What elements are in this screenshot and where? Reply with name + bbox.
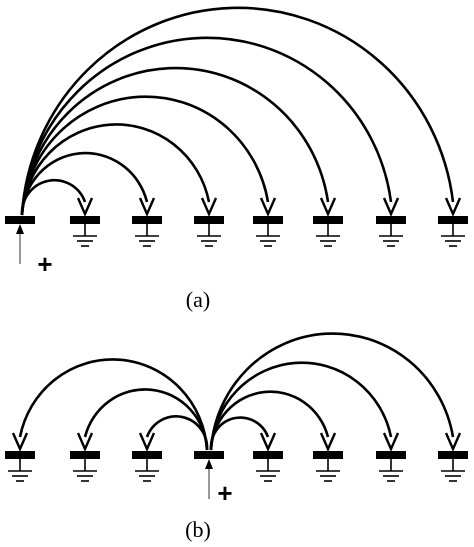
- panel-b-electrode-2: [132, 451, 162, 459]
- panel-b-field-arc-1: [83, 388, 209, 451]
- panel-b-electrode-5: [313, 451, 343, 459]
- panel-a-ground-icon-4: [256, 224, 280, 247]
- panel-a-feed-arrow-icon: [16, 224, 24, 234]
- panel-b-arrowhead-icon-4: [259, 432, 277, 452]
- panel-a-field-arc-6: [20, 36, 393, 216]
- panel-b-electrode-3: [194, 451, 224, 459]
- panel-b-arrowhead-icon-0: [11, 432, 29, 452]
- source-sign-a: +: [37, 249, 52, 279]
- panel-b-field-arc-5: [209, 390, 330, 451]
- caption-a: (a): [186, 287, 210, 312]
- panel-b-field-arc-0: [18, 358, 209, 451]
- panel-b-arrowhead-icon-7: [444, 432, 462, 452]
- panel-a-field-arc-2: [20, 151, 149, 216]
- panel-b-arrowhead-icon-5: [319, 432, 337, 452]
- panel-b-arrowhead-icon-2: [138, 432, 156, 452]
- panel-a-electrode-1: [70, 216, 100, 224]
- panel-a-ground-icon-5: [316, 224, 340, 247]
- panel-a-electrode-6: [376, 216, 406, 224]
- panel-a-electrode-5: [313, 216, 343, 224]
- panel-b: [5, 332, 468, 499]
- panel-a-ground-icon-7: [441, 224, 465, 247]
- panel-a-arrowhead-icon-6: [382, 197, 400, 217]
- panel-b-ground-icon-1: [73, 459, 97, 482]
- panel-b-electrode-0: [5, 451, 35, 459]
- panel-a-electrode-7: [438, 216, 468, 224]
- panel-a-electrode-2: [132, 216, 162, 224]
- panel-b-field-arc-7: [209, 332, 455, 451]
- panel-b-feed-arrow-icon: [205, 459, 213, 469]
- panel-a-field-arc-4: [20, 95, 270, 216]
- panel-a-arrowhead-icon-4: [259, 197, 277, 217]
- panel-b-ground-icon-6: [379, 459, 403, 482]
- panel-b-electrode-6: [376, 451, 406, 459]
- panel-b-ground-icon-0: [8, 459, 32, 482]
- panel-a-arrowhead-icon-3: [200, 197, 218, 217]
- panel-a-electrode-4: [253, 216, 283, 224]
- panel-a-ground-icon-1: [73, 224, 97, 247]
- panel-b-electrode-4: [253, 451, 283, 459]
- panel-b-ground-icon-7: [441, 459, 465, 482]
- panel-b-field-arc-2: [145, 415, 209, 451]
- panel-b-field-arc-6: [209, 361, 393, 451]
- caption-b: (b): [185, 517, 211, 542]
- panel-a-arrowhead-icon-2: [138, 197, 156, 217]
- panel-a-field-arc-5: [20, 66, 330, 216]
- source-sign-b: +: [217, 478, 232, 508]
- panel-a-ground-icon-2: [135, 224, 159, 247]
- panel-a-arrowhead-icon-7: [444, 197, 462, 217]
- panel-b-ground-icon-2: [135, 459, 159, 482]
- panel-a-ground-icon-6: [379, 224, 403, 247]
- panel-b-electrode-7: [438, 451, 468, 459]
- panel-a-arrowhead-icon-5: [319, 197, 337, 217]
- panel-a-electrode-3: [194, 216, 224, 224]
- panel-a-arrowhead-icon-1: [76, 197, 94, 217]
- panel-b-arrowhead-icon-6: [382, 432, 400, 452]
- panel-b-arrowhead-icon-1: [76, 432, 94, 452]
- panel-a-ground-icon-3: [197, 224, 221, 247]
- panel-b-ground-icon-5: [316, 459, 340, 482]
- panel-a-electrode-0: [5, 216, 35, 224]
- panel-a: [5, 6, 468, 264]
- panel-b-ground-icon-4: [256, 459, 280, 482]
- panel-b-electrode-1: [70, 451, 100, 459]
- panel-a-field-arc-3: [20, 123, 211, 216]
- panel-a-field-arc-7: [20, 6, 455, 216]
